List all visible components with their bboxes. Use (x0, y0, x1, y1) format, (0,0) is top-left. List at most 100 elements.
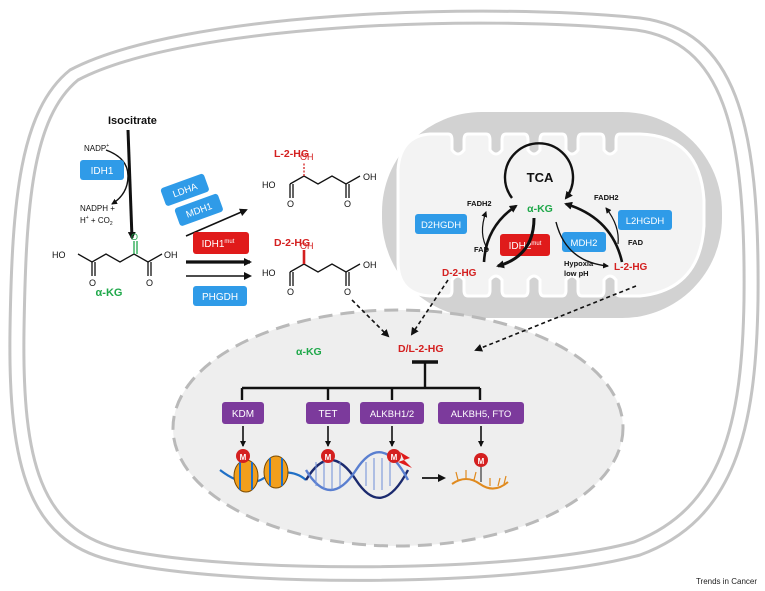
methyl-label-kdm: M (240, 453, 247, 462)
d2hg-to-akg-arc (482, 204, 518, 263)
akg-to-l2hg-mito-arrow (555, 221, 609, 269)
chromatin (219, 455, 307, 493)
idh1-label: IDH1 (91, 166, 114, 177)
d2hg-oh-label: OH (363, 260, 377, 270)
alkbh5-fto-label: ALKBH5, FTO (451, 409, 512, 420)
fad-curve-right (605, 207, 619, 245)
kdm-label: KDM (232, 409, 254, 420)
lowph-label: low pH (564, 269, 589, 278)
l2hgdh-label: L2HGDH (626, 216, 665, 227)
methyl-mark-tet: M (321, 449, 335, 463)
d2hgdh-enzyme: D2HGDH (415, 214, 467, 234)
nadph-label-line1: NADPH + (80, 204, 115, 213)
idh2-mutant-enzyme: IDH2mut (500, 234, 550, 256)
methyl-label-alkbh: M (391, 453, 398, 462)
phgdh-box (193, 286, 247, 306)
d2hg-structure (289, 250, 361, 286)
alkbh5-fto-enzyme: ALKBH5, FTO (438, 402, 524, 424)
tet-label: TET (319, 409, 338, 420)
alkbh5-fto-box (438, 402, 524, 424)
idh2-mutant-label: IDH2mut (509, 241, 542, 252)
idh1-enzyme: IDH1 (80, 160, 124, 180)
inhibition-tree (240, 360, 482, 400)
methyl-mark-rna: M (474, 453, 488, 467)
nucleus-dl2hg-label: D/L-2-HG (398, 343, 444, 355)
mito-l2hg-to-nucleus-dashed-arrow (474, 285, 637, 352)
fad-right-label: FAD (628, 238, 644, 247)
d2hg-o-label-1: O (287, 287, 294, 297)
idh1-mutant-label: IDH1mut (202, 239, 235, 250)
akg-to-d2hg-mito-arrow (496, 217, 536, 269)
akg-label: α-KG (96, 287, 123, 299)
cell-membrane-inner (22, 21, 746, 569)
mito-d2hg-to-nucleus-dashed-arrow (410, 279, 449, 336)
journal-credit: Trends in Cancer (695, 577, 757, 586)
tet-enzyme: TET (306, 402, 350, 424)
mito-d2hg-label: D-2-HG (442, 268, 477, 279)
phgdh-label: PHGDH (202, 292, 238, 303)
akg-o-label-green: O (131, 232, 138, 242)
alkbh12-enzyme: ALKBH1/2 (360, 402, 424, 424)
akg-ho-label: HO (52, 250, 66, 260)
d2hg-label: D-2-HG (274, 237, 310, 249)
isocitrate-to-akg-arrow (126, 129, 136, 240)
nadph-label-line2: H+ + CO2 (80, 215, 113, 227)
kdm-enzyme: KDM (222, 402, 264, 424)
l2hg-o-label-1: O (287, 199, 294, 209)
l2hg-oh-label: OH (363, 172, 377, 182)
ldha-enzyme: LDHA (160, 173, 209, 206)
mdh2-label: MDH2 (571, 238, 598, 249)
isocitrate-label: Isocitrate (108, 115, 157, 127)
mdh2-box (562, 232, 606, 252)
fad-left-label: FAD (474, 245, 490, 254)
methyl-label-rna: M (478, 457, 485, 466)
mito-inner-membrane (396, 132, 706, 298)
kdm-box (222, 402, 264, 424)
l2hg-ho-label: HO (262, 180, 276, 190)
fadh2-right-label: FADH2 (594, 193, 619, 202)
akg-structure (77, 241, 163, 276)
methyl-label-tet: M (325, 453, 332, 462)
methyl-mark-kdm: M (236, 449, 250, 463)
idh1-mutant-enzyme: IDH1mut (193, 232, 249, 254)
d2hg-to-nucleus-dashed-arrow (351, 299, 390, 338)
idh2-mutant-box (500, 234, 550, 256)
l2hgdh-box (618, 210, 672, 230)
idh1-mutant-box (193, 232, 249, 254)
d2hgdh-box (415, 214, 467, 234)
mdh1-box (174, 193, 223, 226)
akg-o-label-2: O (146, 278, 153, 288)
lightning-icon (398, 452, 412, 468)
fadh2-left-label: FADH2 (467, 199, 492, 208)
l2hgdh-enzyme: L2HGDH (618, 210, 672, 230)
akg-oh-label: OH (164, 250, 178, 260)
l2hg-oh-top: OH (300, 152, 314, 162)
nucleosome-1 (233, 459, 259, 493)
d2hg-ho-label: HO (262, 268, 276, 278)
d2hg-o-label-2: O (344, 287, 351, 297)
phgdh-enzyme: PHGDH (193, 286, 247, 306)
alkbh12-box (360, 402, 424, 424)
tca-label: TCA (527, 170, 554, 185)
mito-akg-label: α-KG (527, 203, 553, 215)
mito-l2hg-label: L-2-HG (614, 262, 648, 273)
mdh1-enzyme: MDH1 (174, 193, 223, 226)
mitochondrion (382, 112, 722, 318)
l2hg-to-akg-arc (564, 201, 624, 263)
nadp-curve (105, 149, 129, 205)
nucleus-akg-label: α-KG (296, 346, 322, 358)
methyl-mark-alkbh-lightning: M (387, 449, 412, 468)
alkbh12-label: ALKBH1/2 (370, 409, 414, 420)
idh1-box (80, 160, 124, 180)
l2hg-structure (289, 162, 361, 198)
ldha-box (160, 173, 209, 206)
mdh2-enzyme: MDH2 (562, 232, 606, 252)
d2hgdh-label: D2HGDH (421, 220, 461, 231)
fad-curve-left (481, 211, 489, 251)
akg-o-label-1: O (89, 278, 96, 288)
tet-box (306, 402, 350, 424)
akg-to-l2hg-arrow (185, 208, 248, 237)
tca-cycle-arc (503, 142, 575, 200)
cell-membrane-outer (8, 9, 760, 582)
